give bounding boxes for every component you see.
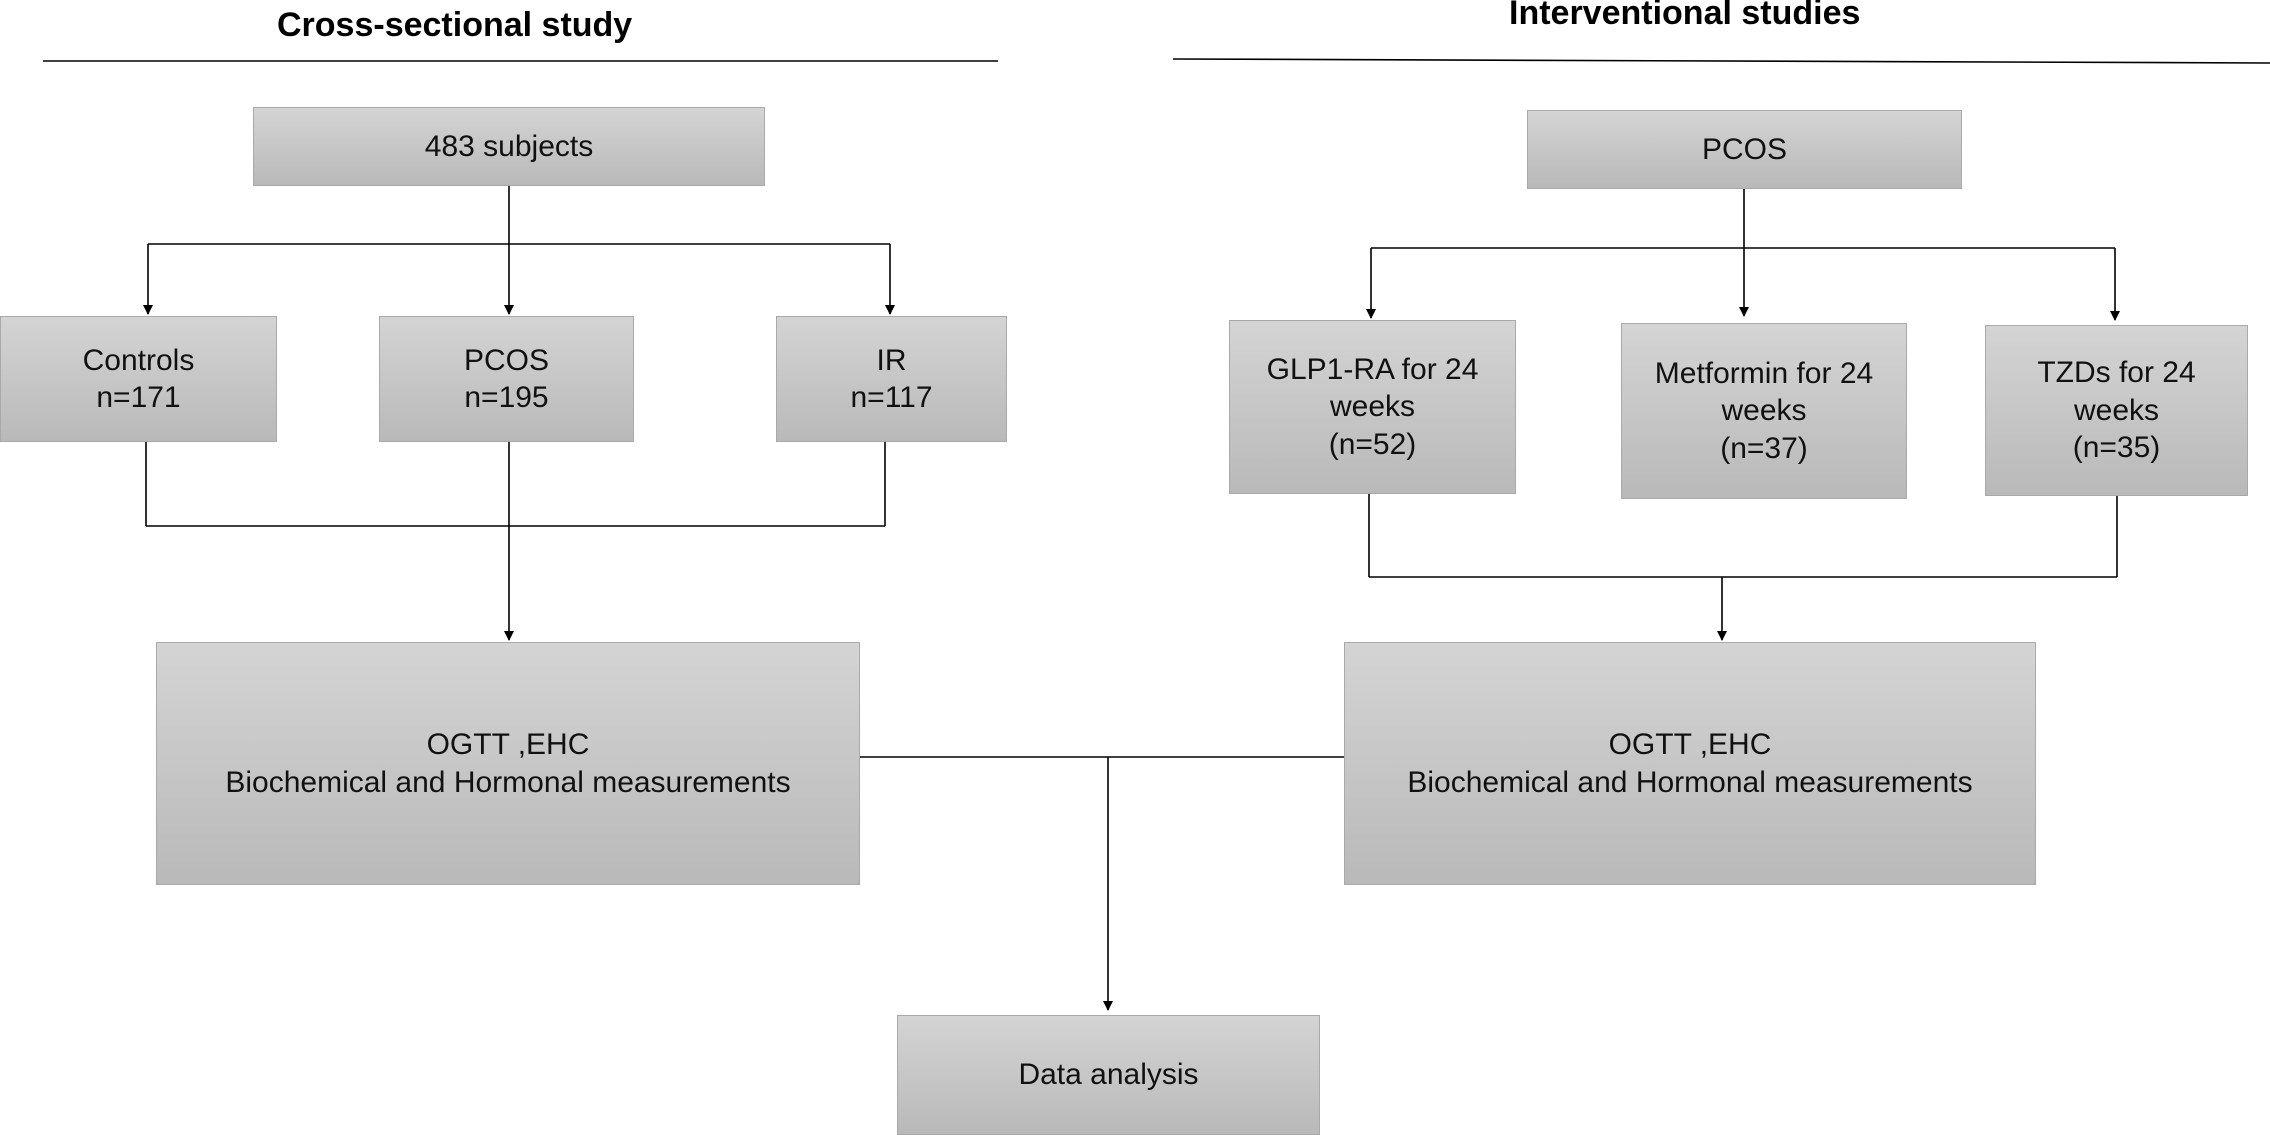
- box-pcos-group: PCOS n=195: [379, 316, 634, 442]
- right-measurements-line1: OGTT ,EHC: [1608, 728, 1772, 761]
- tzds-line2: weeks: [2073, 393, 2160, 427]
- box-ir: IR n=117: [776, 316, 1007, 442]
- glp1-line2: weeks: [1329, 390, 1416, 424]
- box-left-measurements: OGTT ,EHC Biochemical and Hormonal measu…: [156, 642, 860, 885]
- header-rule-right: [1172, 58, 2270, 64]
- box-glp1-ra: GLP1-RA for 24 weeks (n=52): [1229, 320, 1516, 494]
- ir-label: IR: [876, 343, 907, 377]
- controls-label: Controls: [82, 343, 195, 377]
- box-483-subjects: 483 subjects: [253, 107, 765, 186]
- pcos-group-count: n=195: [464, 381, 549, 414]
- box-483-subjects-label: 483 subjects: [424, 129, 594, 163]
- tzds-line3: (n=35): [2072, 431, 2161, 465]
- header-interventional: Interventional studies: [1509, 0, 1861, 32]
- left-measurements-line2: Biochemical and Hormonal measurements: [225, 765, 791, 799]
- box-tzds: TZDs for 24 weeks (n=35): [1985, 325, 2248, 496]
- pcos-group-label: PCOS: [463, 343, 550, 377]
- glp1-line1: GLP1-RA for 24: [1266, 352, 1479, 386]
- controls-count: n=171: [96, 381, 181, 414]
- box-right-measurements: OGTT ,EHC Biochemical and Hormonal measu…: [1344, 642, 2036, 885]
- metformin-line1: Metformin for 24: [1654, 356, 1874, 390]
- box-data-analysis: Data analysis: [897, 1015, 1320, 1135]
- header-cross-sectional: Cross-sectional study: [277, 6, 633, 44]
- metformin-line3: (n=37): [1720, 431, 1808, 465]
- tzds-line1: TZDs for 24: [2037, 356, 2196, 390]
- box-controls: Controls n=171: [0, 316, 277, 442]
- box-pcos-root: PCOS: [1527, 110, 1962, 189]
- metformin-line2: weeks: [1721, 394, 1807, 428]
- left-measurements-line1: OGTT ,EHC: [426, 728, 590, 761]
- right-measurements-line2: Biochemical and Hormonal measurements: [1407, 765, 1973, 799]
- ir-count: n=117: [850, 381, 933, 414]
- box-metformin: Metformin for 24 weeks (n=37): [1621, 323, 1907, 499]
- glp1-line3: (n=52): [1328, 427, 1417, 461]
- pcos-root-label: PCOS: [1701, 132, 1788, 166]
- data-analysis-label: Data analysis: [1018, 1058, 1199, 1092]
